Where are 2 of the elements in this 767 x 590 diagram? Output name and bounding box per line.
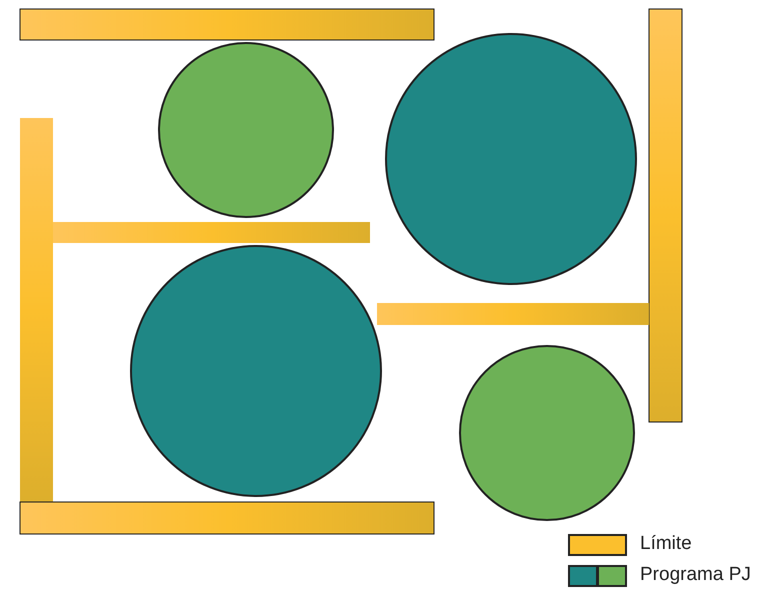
legend-label: Límite (640, 533, 692, 555)
legend-label: Programa PJ (640, 564, 751, 586)
